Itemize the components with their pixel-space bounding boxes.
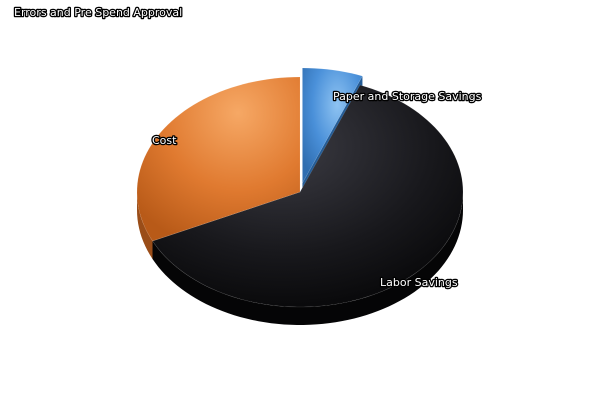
pie-slice-cost[interactable] [136, 76, 301, 242]
slice-label-cost: Cost [152, 134, 177, 147]
chart-title: Errors and Pre Spend Approval [14, 6, 182, 19]
pie-side-cost [137, 192, 153, 259]
slice-label-paper-and-storage-savings: Paper and Storage Savings [333, 90, 482, 103]
pie-side-labor-savings [152, 192, 463, 325]
slice-label-labor-savings: Labor Savings [380, 276, 458, 289]
pie-slice-paper-and-storage-savings[interactable] [302, 67, 363, 185]
pie-slice-labor-savings[interactable] [152, 84, 464, 308]
pie-slices [136, 67, 464, 325]
